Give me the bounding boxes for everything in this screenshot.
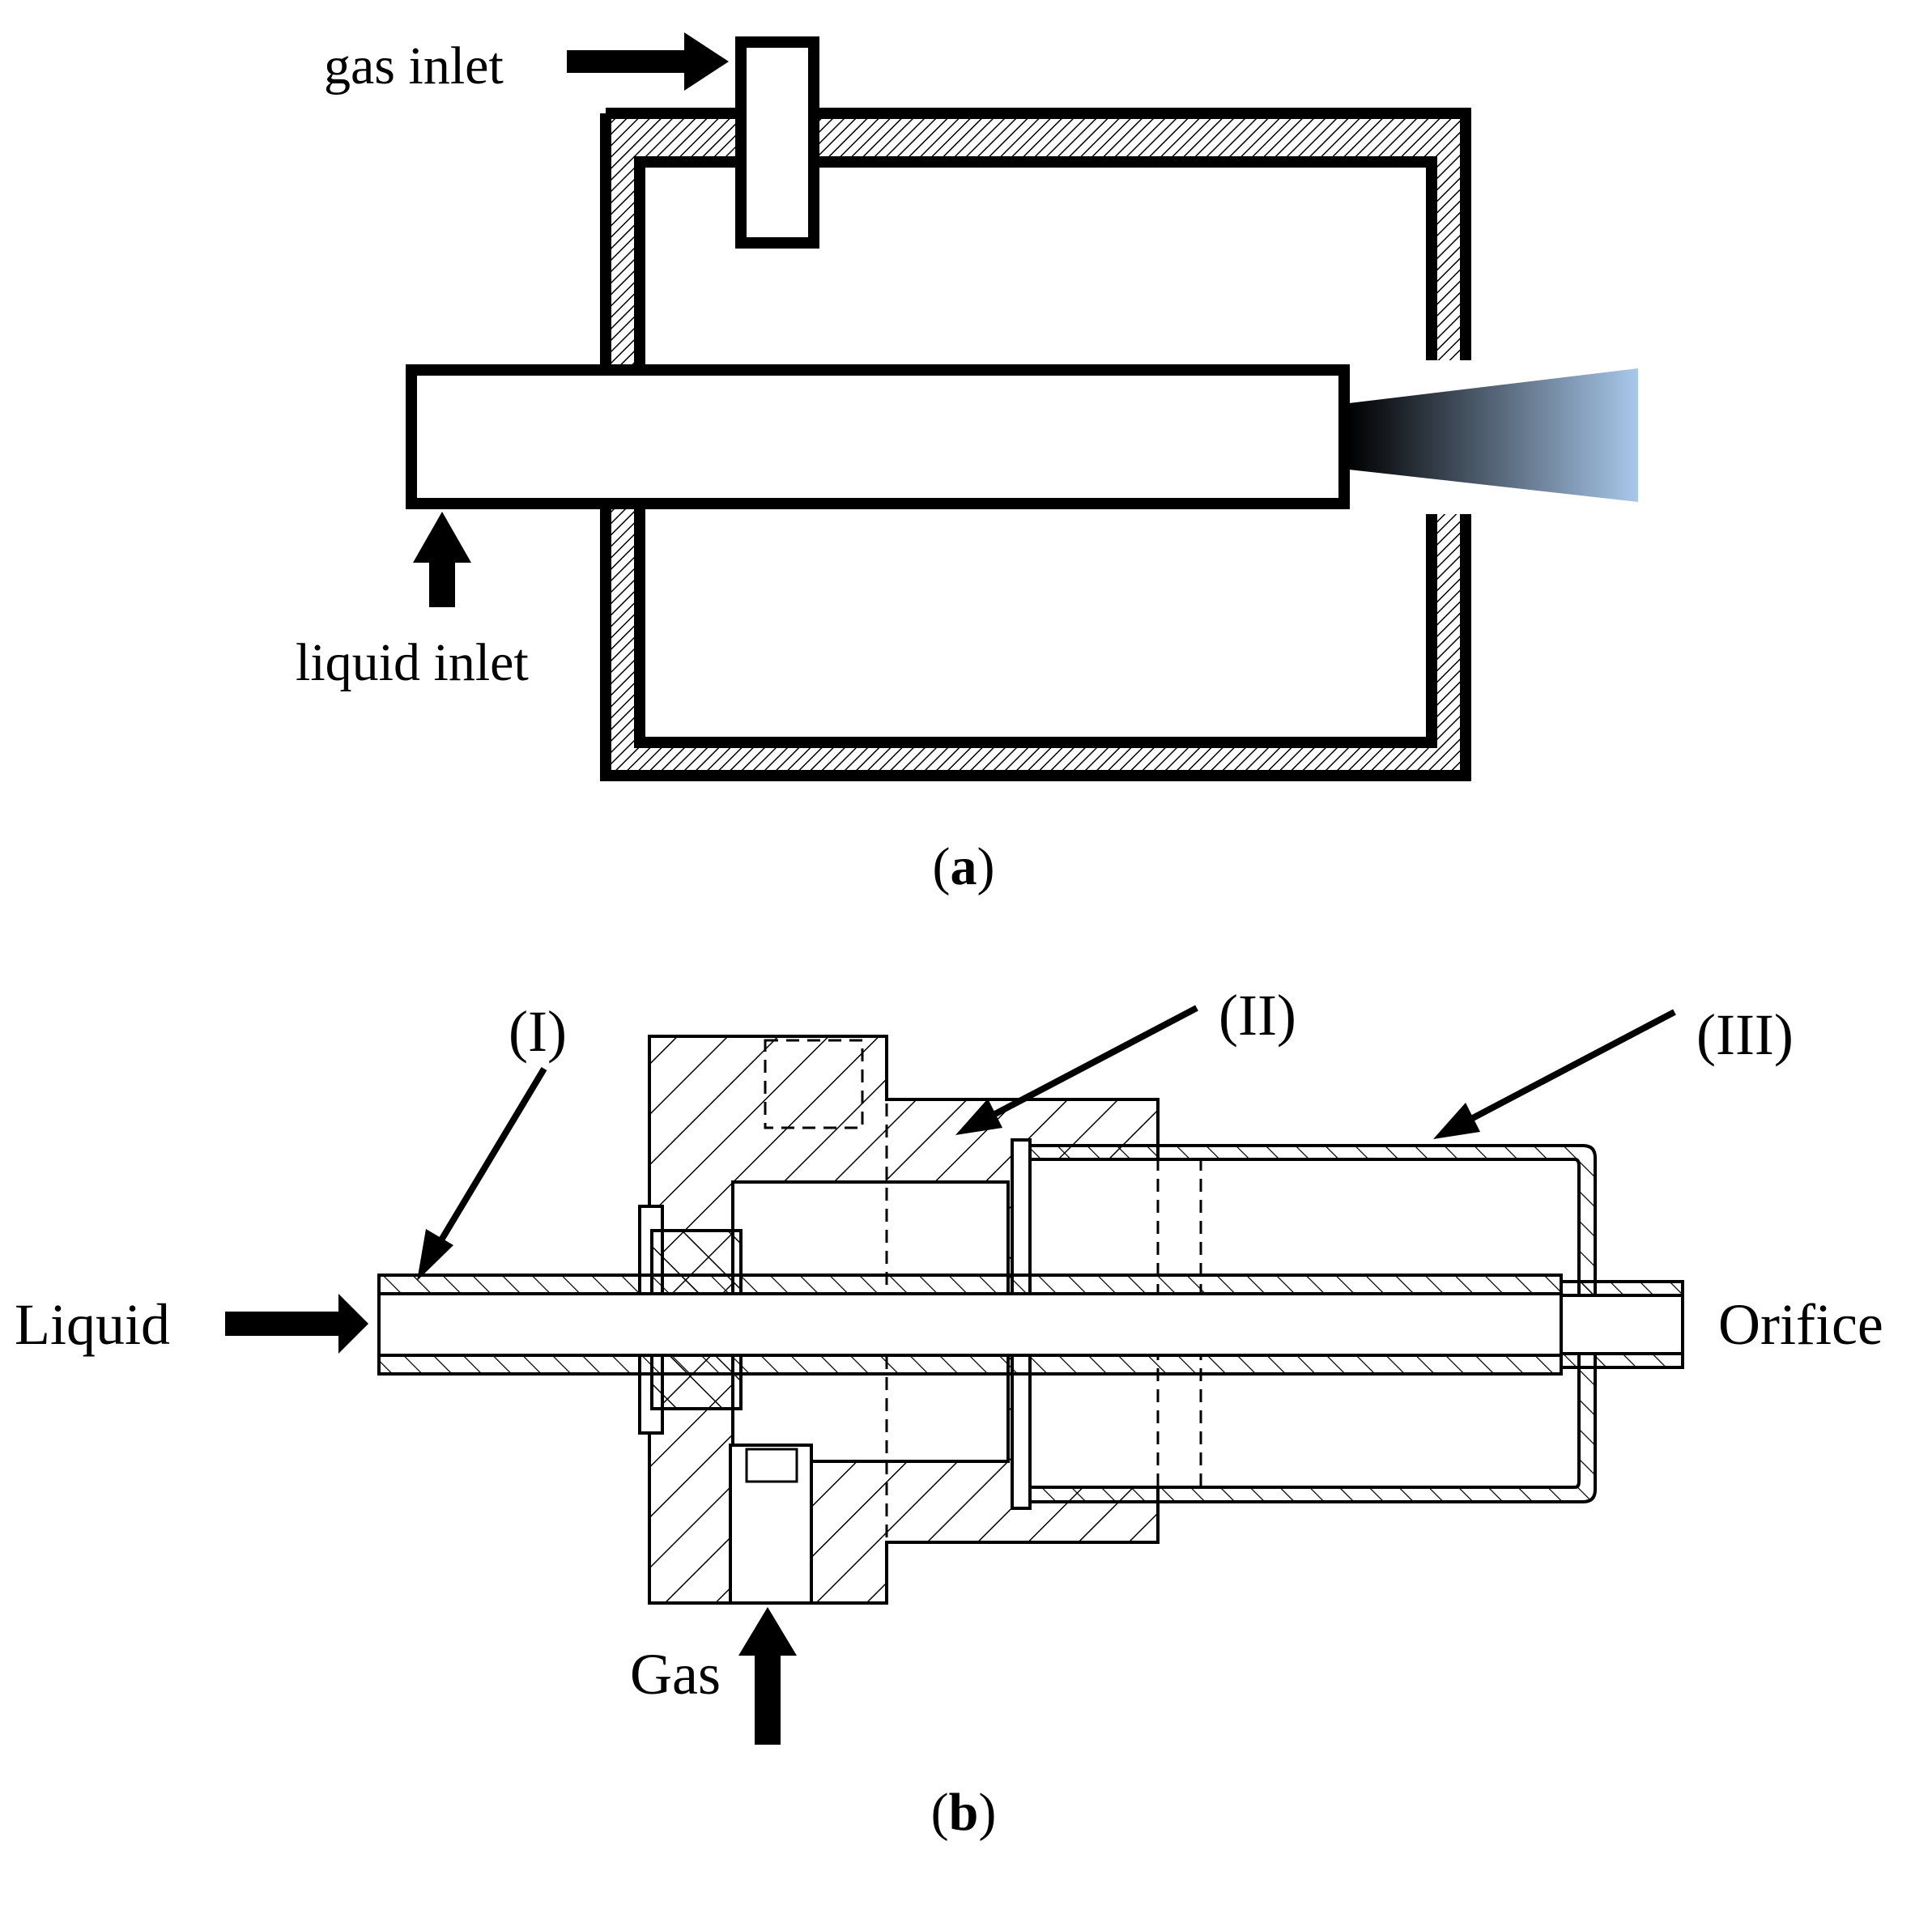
panel-a-schematic: gas inlet liquid inlet [296, 32, 1638, 781]
callout-3: (III) [1696, 1002, 1794, 1067]
gas-label: Gas [630, 1642, 721, 1707]
orifice-label: Orifice [1718, 1292, 1883, 1357]
spray-cone [1349, 368, 1638, 502]
gas-inlet-arrow [567, 32, 729, 91]
leader-arrow-1 [417, 1066, 547, 1281]
leader-arrow-3 [1433, 1009, 1676, 1139]
callout-1: (I) [509, 999, 567, 1064]
callout-2: (II) [1219, 983, 1296, 1048]
chamber-wall [600, 108, 1471, 781]
liquid-capillary [377, 1274, 1684, 1376]
liquid-label: Liquid [15, 1292, 170, 1357]
liquid-inlet-arrow [413, 512, 471, 607]
panel-b-cross-section: (I) (II) (III) Liquid Gas Orifice [15, 983, 1883, 1745]
liquid-inlet-label: liquid inlet [296, 633, 529, 692]
caption-b: (b) [931, 1783, 997, 1842]
leader-arrow-2 [955, 1005, 1198, 1135]
caption-a: (a) [933, 837, 995, 896]
gas-inlet-port [735, 36, 819, 249]
liquid-tube [406, 364, 1350, 509]
gas-arrow [738, 1607, 797, 1745]
liquid-arrow [225, 1294, 368, 1354]
gas-inlet-label: gas inlet [324, 36, 504, 96]
